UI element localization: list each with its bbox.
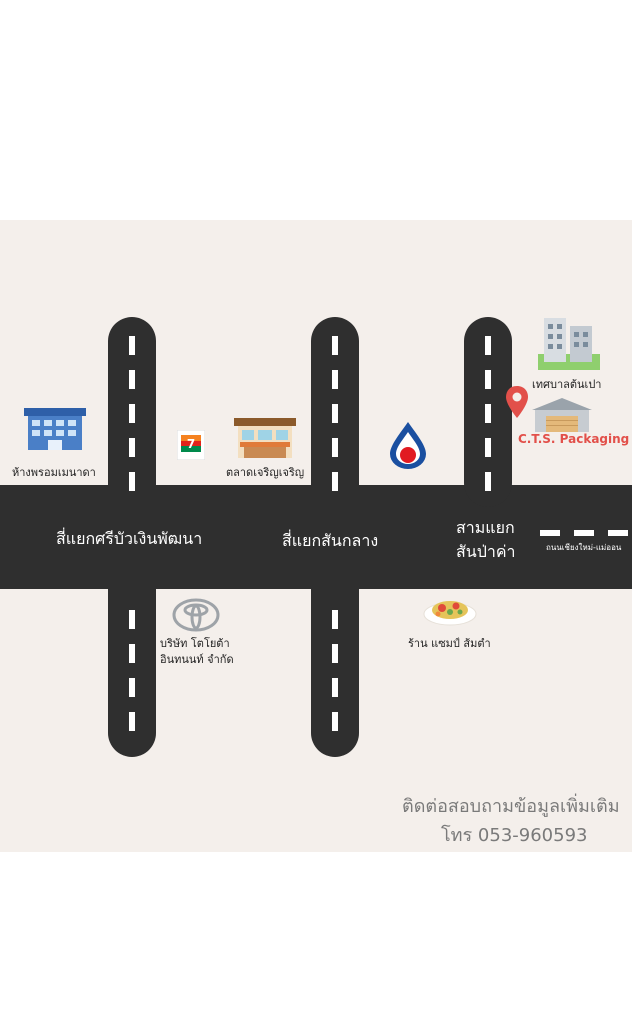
restaurant-label: ร้าน แซมป์ ส้มตำ	[408, 637, 491, 650]
junction-2-label: สี่แยกสันกลาง	[282, 531, 379, 550]
seven-eleven-icon: 7	[177, 430, 205, 460]
junction-3-label-line2: สันป่าค่า	[456, 542, 516, 561]
location-map: สี่แยกศรีบัวเงินพัฒนา สี่แยกสันกลาง สามแ…	[0, 220, 632, 852]
market-label: ตลาดเจริญเจริญ	[226, 466, 305, 479]
department-store-label: ห้างพรอมเมนาดา	[12, 466, 96, 479]
market-icon	[234, 418, 296, 458]
office-buildings-icon	[538, 318, 600, 370]
toyota-icon	[172, 598, 220, 632]
warehouse-icon	[532, 398, 592, 432]
toyota-label-line1: บริษัท โตโยต้า	[160, 637, 230, 650]
toyota-label-line2: อินทนนท์ จำกัด	[160, 653, 234, 666]
highway-label: ถนนเชียงใหม่-แม่ออน	[546, 543, 622, 552]
ptt-icon	[390, 422, 426, 469]
svg-text:7: 7	[187, 437, 195, 451]
department-store-icon	[24, 408, 86, 450]
som-tam-icon	[423, 601, 477, 626]
location-pin-icon	[506, 386, 528, 418]
contact-phone[interactable]: โทร 053-960593	[441, 825, 588, 846]
junction-3-label-line1: สามแยก	[456, 518, 515, 537]
company-label: C.T.S. Packaging	[518, 432, 630, 446]
municipality-label: เทศบาลต้นเปา	[532, 378, 602, 391]
contact-heading: ติดต่อสอบถามข้อมูลเพิ่มเติม	[402, 796, 620, 817]
junction-1-label: สี่แยกศรีบัวเงินพัฒนา	[56, 529, 203, 548]
